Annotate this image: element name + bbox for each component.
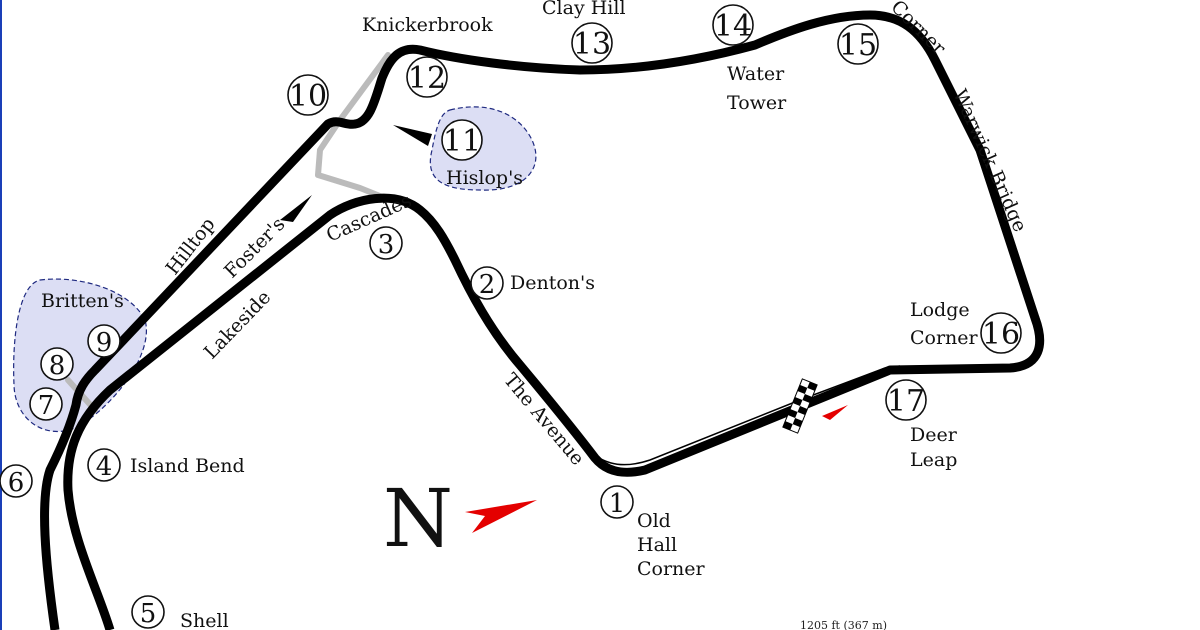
svg-text:13: 13 [573, 27, 611, 62]
svg-text:8: 8 [49, 351, 66, 381]
corner-name: Leap [910, 449, 957, 471]
direction-arrow-icon [393, 125, 432, 146]
svg-text:4: 4 [96, 452, 113, 482]
corner-name: Denton's [510, 272, 595, 294]
corner-marker-9: 9 [87, 324, 121, 358]
svg-text:12: 12 [408, 61, 446, 96]
corner-marker-5: 5 [131, 595, 165, 629]
corner-marker-16: 16 [980, 312, 1022, 354]
svg-text:10: 10 [289, 79, 327, 114]
svg-text:3: 3 [378, 230, 395, 260]
corner-marker-14: 14 [712, 4, 754, 46]
svg-text:1: 1 [609, 489, 626, 519]
corner-marker-17: 17 [885, 379, 927, 421]
svg-text:6: 6 [8, 468, 25, 498]
corner-name: Lodge [910, 299, 970, 321]
zone-name: Britten's [41, 290, 124, 312]
corner-name: Deer [910, 424, 958, 446]
direction-arrow-icon [280, 195, 312, 222]
corner-marker-2: 2 [470, 266, 504, 300]
corner-marker-11: 11 [441, 119, 483, 161]
svg-text:17: 17 [887, 384, 925, 419]
corner-name: Hislop's [446, 167, 523, 189]
straight-name: Warwick Bridge [948, 86, 1031, 235]
svg-text:2: 2 [479, 270, 496, 300]
corner-name: Knickerbrook [362, 14, 493, 36]
svg-text:9: 9 [96, 328, 113, 358]
north-arrow-icon [465, 500, 537, 533]
corner-marker-12: 12 [406, 56, 448, 98]
pit-lane [574, 365, 901, 466]
corner-name: Corner [637, 558, 706, 580]
corner-marker-15: 15 [837, 23, 879, 65]
corner-marker-3: 3 [369, 226, 403, 260]
start-finish-line [782, 378, 818, 434]
corner-name: Water [727, 63, 785, 85]
scale-label: 1205 ft (367 m) [800, 619, 887, 630]
corner-name: Hall [637, 534, 677, 556]
corner-name: Corner [886, 0, 950, 60]
straight-name: The Avenue [499, 369, 588, 470]
svg-text:16: 16 [982, 317, 1020, 352]
corner-name: Tower [727, 92, 787, 114]
svg-text:7: 7 [38, 391, 55, 421]
old-track-section [315, 52, 393, 203]
straight-name: Lakeside [200, 286, 276, 363]
corner-name: Corner [910, 327, 979, 349]
svg-text:11: 11 [443, 124, 481, 159]
corner-marker-8: 8 [40, 347, 74, 381]
corner-marker-6: 6 [0, 464, 33, 498]
corner-marker-13: 13 [571, 22, 613, 64]
corner-marker-7: 7 [29, 387, 63, 421]
corner-marker-1: 1 [600, 485, 634, 519]
corner-name: Clay Hill [542, 0, 626, 19]
corner-name: Island Bend [130, 455, 245, 477]
corner-marker-10: 10 [287, 74, 329, 116]
svg-text:15: 15 [839, 28, 877, 63]
corner-name: Old [637, 510, 671, 532]
corner-name: Shell [180, 610, 229, 630]
corner-marker-4: 4 [87, 448, 121, 482]
svg-text:5: 5 [140, 599, 157, 629]
north-label: N [383, 472, 453, 565]
svg-text:14: 14 [714, 9, 752, 44]
direction-arrow-icon [822, 405, 848, 420]
race-track [40, 10, 1045, 630]
